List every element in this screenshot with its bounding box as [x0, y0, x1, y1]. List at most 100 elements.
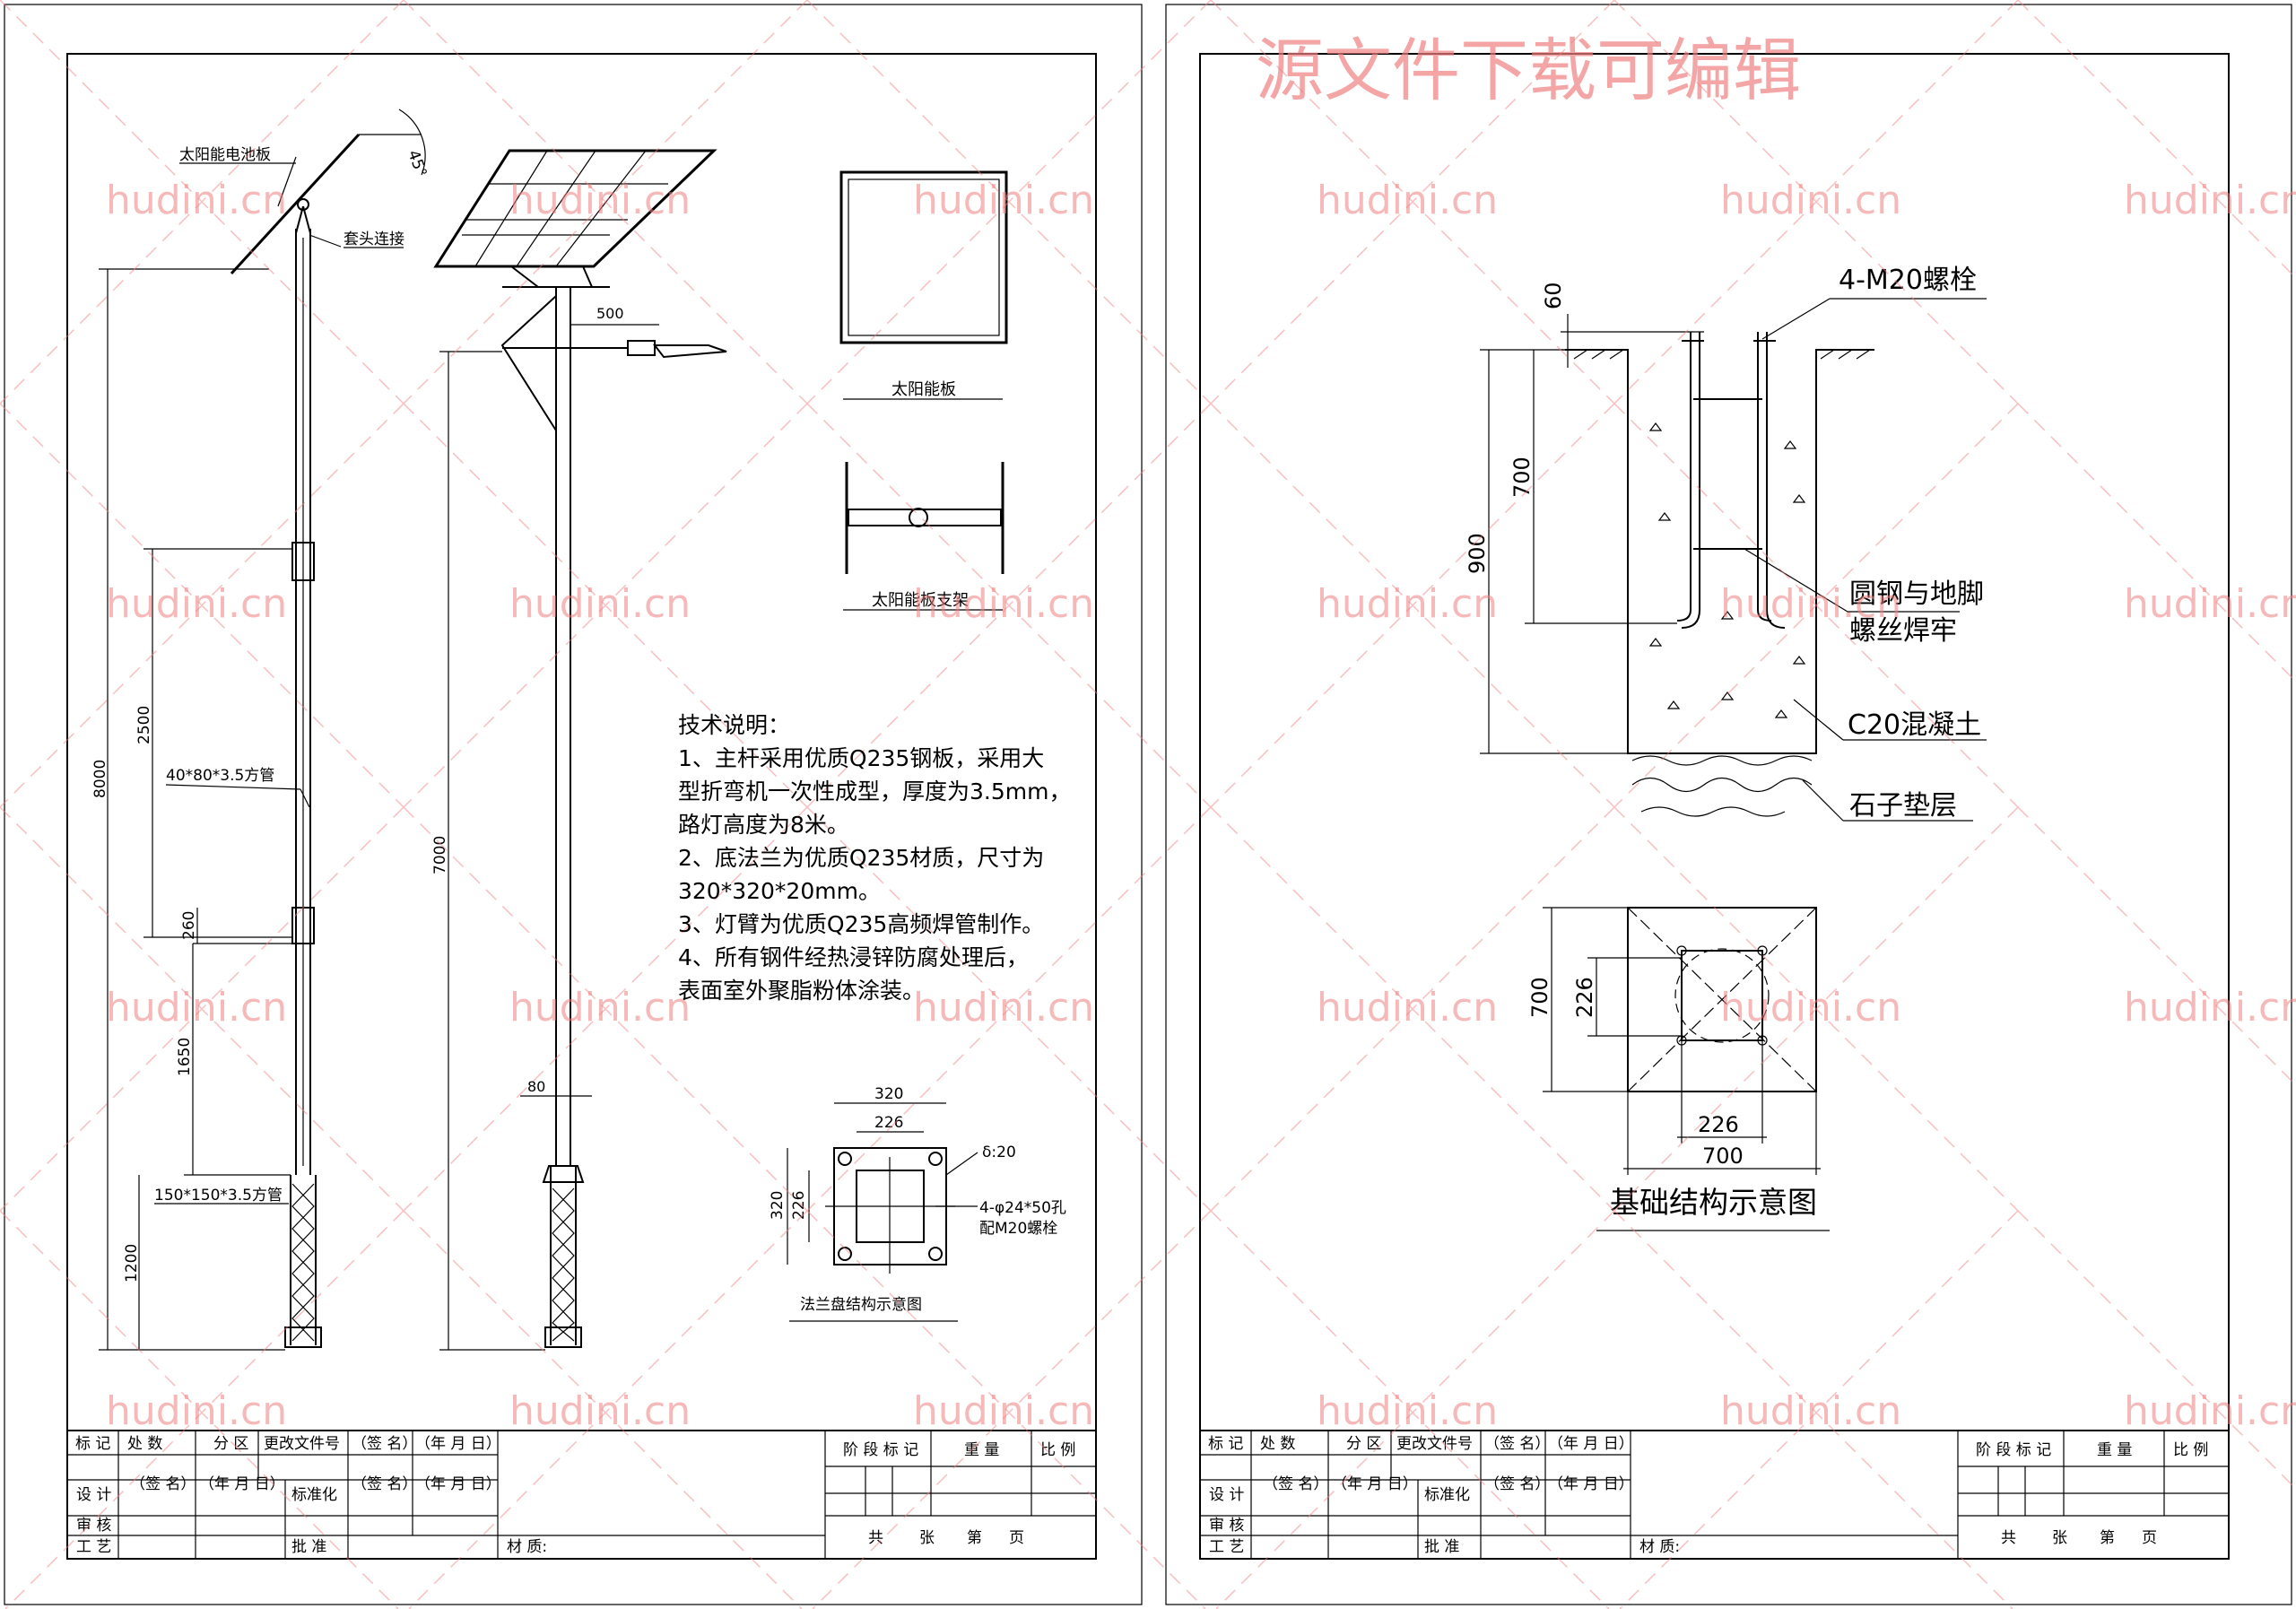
watermark-site-13: hudini.cn — [106, 985, 287, 1031]
flange-dim-226-top: 226 — [874, 1114, 903, 1132]
tb-left-sign-1: （签 名） — [352, 1435, 417, 1453]
tb-right-sign-3: （签 名） — [1484, 1475, 1550, 1493]
notes-line-6: 3、灯臂为优质Q235高频焊管制作。 — [678, 911, 1045, 937]
watermark-site-9: hudini.cn — [913, 581, 1094, 627]
tb-left-material: 材 质: — [507, 1538, 547, 1556]
tb-right-zone: 分 区 — [1346, 1435, 1381, 1453]
tb-left-date-1: （年 月 日） — [415, 1435, 501, 1453]
tb-left-review: 审 核 — [76, 1517, 111, 1535]
notes-line-5: 320*320*20mm。 — [678, 878, 881, 904]
concrete-label: C20混凝土 — [1848, 709, 1981, 741]
watermark-site-23: hudini.cn — [1720, 1388, 1901, 1434]
tb-left-sign-3: （签 名） — [352, 1475, 417, 1493]
watermark-site-12: hudini.cn — [2124, 581, 2296, 627]
tb-left-page: 页 — [1009, 1529, 1024, 1547]
technical-notes: 技术说明： 1、主杆采用优质Q235钢板，采用大 型折弯机一次性成型，厚度为3.… — [678, 709, 1109, 1007]
dim-1200: 1200 — [123, 1244, 141, 1283]
dim-1650: 1650 — [176, 1038, 194, 1076]
tb-right-no: 第 — [2100, 1529, 2115, 1547]
dim-7000: 7000 — [431, 836, 449, 874]
left-sheet-outer-frame — [4, 4, 1143, 1605]
notes-line-3: 路灯高度为8米。 — [678, 812, 849, 838]
tb-right-standard: 标准化 — [1424, 1486, 1470, 1504]
watermark-site-14: hudini.cn — [509, 985, 691, 1031]
tb-left-sign-2: （签 名） — [130, 1475, 196, 1493]
watermark-site-7: hudini.cn — [106, 581, 287, 627]
tb-left-date-2: （年 月 日） — [199, 1475, 285, 1493]
pole-elevation-side: 45° 太阳能电池板 套头连接 40*80*3.5方管 150*150*3.5方… — [154, 109, 430, 1348]
solar-panel-detail: 太阳能板 — [839, 170, 1008, 400]
gravel-label: 石子垫层 — [1849, 790, 1957, 822]
plan-dim-226-v: 226 — [1572, 977, 1597, 1018]
square-tube-40-label: 40*80*3.5方管 — [166, 767, 274, 785]
tb-left-sheet: 张 — [919, 1529, 935, 1547]
watermark-site-11: hudini.cn — [1720, 581, 1901, 627]
foundation-caption: 基础结构示意图 — [1610, 1185, 1817, 1220]
flange-bolts: 配M20螺栓 — [979, 1220, 1057, 1238]
tb-right-date-3: （年 月 日） — [1548, 1475, 1634, 1493]
watermark-site-8: hudini.cn — [509, 581, 691, 627]
notes-line-8: 表面室外聚脂粉体涂装。 — [678, 978, 926, 1004]
tb-right-change: 更改文件号 — [1396, 1435, 1473, 1453]
dim-arm-500: 500 — [596, 305, 624, 322]
flange-dim-226-side: 226 — [790, 1191, 808, 1220]
flange-dim-320-top: 320 — [874, 1085, 903, 1103]
sleeve-connector-label: 套头连接 — [344, 230, 404, 248]
watermark-site-19: hudini.cn — [106, 1388, 287, 1434]
solar-bracket-caption: 太阳能板支架 — [872, 591, 969, 610]
flange-caption: 法兰盘结构示意图 — [800, 1296, 922, 1314]
tb-right-craft: 工 艺 — [1209, 1538, 1244, 1556]
plan-dim-700-v: 700 — [1527, 977, 1552, 1018]
dim-700-depth: 700 — [1509, 457, 1535, 498]
notes-line-1: 1、主杆采用优质Q235钢板，采用大 — [678, 745, 1045, 771]
angle-label: 45° — [404, 148, 430, 179]
watermark-site-21: hudini.cn — [913, 1388, 1094, 1434]
tb-right-sign-2: （签 名） — [1263, 1475, 1328, 1493]
weld-label-2: 螺丝焊牢 — [1849, 615, 1957, 647]
title-block-left: 标 记 处 数 分 区 更改文件号 （签 名） （年 月 日） 设 计 （签 名… — [66, 1430, 1097, 1560]
dim-60: 60 — [1541, 282, 1566, 309]
tb-left-stage: 阶 段 标 记 — [843, 1441, 918, 1459]
tb-left-date-3: （年 月 日） — [415, 1475, 501, 1493]
tb-right-design: 设 计 — [1209, 1486, 1244, 1504]
dim-260: 260 — [180, 911, 198, 940]
title-block-right: 标 记 处 数 分 区 更改文件号 （签 名） （年 月 日） 设 计 （签 名… — [1199, 1430, 2230, 1560]
tb-right-weight: 重 量 — [2097, 1441, 2132, 1459]
flange-dim-320-side: 320 — [769, 1191, 787, 1220]
watermark-site-18: hudini.cn — [2124, 985, 2296, 1031]
watermark-site-22: hudini.cn — [1317, 1388, 1498, 1434]
watermark-site-24: hudini.cn — [2124, 1388, 2296, 1434]
watermark-site-17: hudini.cn — [1720, 985, 1901, 1031]
notes-heading: 技术说明： — [678, 712, 791, 738]
tb-left-change: 更改文件号 — [264, 1435, 340, 1453]
plan-dim-700-h: 700 — [1702, 1144, 1744, 1169]
pole-dimension-chain-left: 8000 2500 260 1650 1200 — [91, 268, 292, 1351]
watermark-site-20: hudini.cn — [509, 1388, 691, 1434]
tb-right-date-2: （年 月 日） — [1332, 1475, 1418, 1493]
weld-label-1: 圆钢与地脚 — [1849, 578, 1984, 610]
dim-900-depth: 900 — [1465, 533, 1490, 574]
tb-right-sheet: 张 — [2052, 1529, 2067, 1547]
watermark-site-2: hudini.cn — [509, 178, 691, 223]
watermark-site-4: hudini.cn — [1317, 178, 1498, 223]
tb-left-design: 设 计 — [76, 1486, 111, 1504]
pole-elevation-front: 500 80 7000 — [431, 149, 727, 1351]
solar-panel-caption: 太阳能板 — [891, 380, 956, 399]
right-sheet-inner-frame — [1199, 53, 2230, 1560]
watermark-site-16: hudini.cn — [1317, 985, 1498, 1031]
dim-2500: 2500 — [135, 706, 153, 744]
tb-right-page: 页 — [2142, 1529, 2157, 1547]
flange-holes: 4-φ24*50孔 — [979, 1199, 1066, 1217]
flange-detail: 320 226 320 226 δ:20 4-φ24*50孔 配M20螺栓 法兰… — [769, 1085, 1066, 1322]
tb-right-total: 共 — [2001, 1529, 2016, 1547]
foundation-plan: 700 226 226 700 基础结构示意图 — [1527, 907, 1830, 1231]
tb-left-no: 第 — [967, 1529, 982, 1547]
tb-right-date-1: （年 月 日） — [1548, 1435, 1634, 1453]
square-tube-150-label: 150*150*3.5方管 — [154, 1187, 283, 1205]
plan-dim-226-h: 226 — [1698, 1112, 1739, 1137]
dim-pole-80: 80 — [527, 1078, 545, 1095]
dim-8000: 8000 — [91, 760, 109, 798]
tb-right-mark: 标 记 — [1208, 1435, 1243, 1453]
tb-left-weight: 重 量 — [964, 1441, 999, 1459]
